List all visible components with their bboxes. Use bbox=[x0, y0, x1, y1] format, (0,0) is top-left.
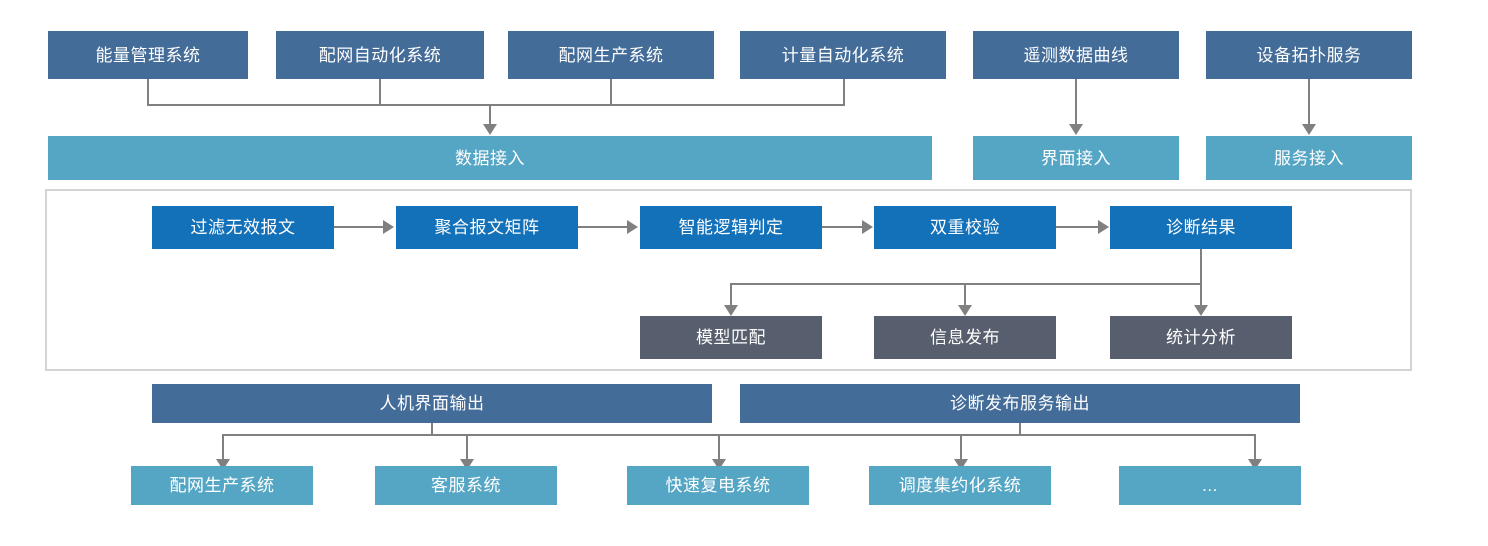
arrow-into-sink-2 bbox=[712, 459, 726, 470]
processing-region-frame bbox=[45, 189, 1412, 371]
access-bar-data[interactable]: 数据接入 bbox=[48, 136, 932, 180]
diagnosis-output-info-publish[interactable]: 信息发布 bbox=[874, 316, 1056, 359]
arrow-into-data-access bbox=[483, 124, 497, 135]
connector-to-sink-4 bbox=[1254, 434, 1256, 460]
source-box-metering-automation[interactable]: 计量自动化系统 bbox=[740, 31, 946, 79]
source-box-distribution-production[interactable]: 配网生产系统 bbox=[508, 31, 714, 79]
sink-box-rapid-restoration[interactable]: 快速复电系统 bbox=[627, 466, 809, 505]
connector-to-model-match bbox=[730, 283, 732, 306]
source-box-telemetry-curve[interactable]: 遥测数据曲线 bbox=[973, 31, 1179, 79]
connector-process-1-to-2 bbox=[578, 226, 627, 228]
connector-source-bus bbox=[147, 104, 845, 106]
connector-to-sink-2 bbox=[718, 434, 720, 460]
process-box-aggregate-message-matrix[interactable]: 聚合报文矩阵 bbox=[396, 206, 578, 249]
connector-source-4-drop bbox=[1075, 79, 1077, 125]
connector-process-2-to-3 bbox=[822, 226, 862, 228]
process-box-intelligent-logic-decision[interactable]: 智能逻辑判定 bbox=[640, 206, 822, 249]
source-box-device-topology-service[interactable]: 设备拓扑服务 bbox=[1206, 31, 1412, 79]
arrow-into-service-access bbox=[1302, 124, 1316, 135]
diagnosis-output-model-match[interactable]: 模型匹配 bbox=[640, 316, 822, 359]
connector-hmi-drop bbox=[431, 423, 433, 435]
connector-source-1-drop bbox=[379, 79, 381, 106]
arrow-into-sink-4 bbox=[1248, 459, 1262, 470]
process-box-double-verification[interactable]: 双重校验 bbox=[874, 206, 1056, 249]
connector-process-0-to-1 bbox=[334, 226, 383, 228]
sink-box-dispatch-intensive[interactable]: 调度集约化系统 bbox=[869, 466, 1051, 505]
connector-source-5-drop bbox=[1308, 79, 1310, 125]
arrow-process-3-to-4 bbox=[1098, 220, 1109, 234]
arrow-into-sink-3 bbox=[954, 459, 968, 470]
diagnosis-output-statistics[interactable]: 统计分析 bbox=[1110, 316, 1292, 359]
connector-service-drop bbox=[1019, 423, 1021, 435]
access-bar-service[interactable]: 服务接入 bbox=[1206, 136, 1412, 180]
arrow-into-sink-1 bbox=[460, 459, 474, 470]
output-bar-hmi[interactable]: 人机界面输出 bbox=[152, 384, 712, 423]
connector-source-3-drop bbox=[843, 79, 845, 106]
connector-to-sink-1 bbox=[466, 434, 468, 460]
process-box-diagnosis-result[interactable]: 诊断结果 bbox=[1110, 206, 1292, 249]
arrow-into-info-publish bbox=[958, 305, 972, 316]
connector-process-3-to-4 bbox=[1056, 226, 1098, 228]
connector-to-info-publish bbox=[964, 283, 966, 306]
connector-diagnosis-bus bbox=[730, 283, 1202, 285]
output-bar-diagnosis-publish-service[interactable]: 诊断发布服务输出 bbox=[740, 384, 1300, 423]
process-box-filter-invalid-messages[interactable]: 过滤无效报文 bbox=[152, 206, 334, 249]
arrow-into-interface-access bbox=[1069, 124, 1083, 135]
sink-box-customer-service[interactable]: 客服系统 bbox=[375, 466, 557, 505]
connector-to-sink-0 bbox=[222, 434, 224, 460]
connector-data-access-drop bbox=[489, 104, 491, 125]
arrow-into-model-match bbox=[724, 305, 738, 316]
arrow-process-1-to-2 bbox=[627, 220, 638, 234]
connector-source-0-drop bbox=[147, 79, 149, 106]
connector-sink-bus bbox=[222, 434, 1255, 436]
sink-box-distribution-production[interactable]: 配网生产系统 bbox=[131, 466, 313, 505]
arrow-process-0-to-1 bbox=[383, 220, 394, 234]
arrow-into-statistics bbox=[1194, 305, 1208, 316]
source-box-energy-management[interactable]: 能量管理系统 bbox=[48, 31, 248, 79]
connector-diagnosis-drop bbox=[1200, 249, 1202, 284]
arrow-into-sink-0 bbox=[216, 459, 230, 470]
sink-box-more[interactable]: ... bbox=[1119, 466, 1301, 505]
source-box-distribution-automation[interactable]: 配网自动化系统 bbox=[276, 31, 484, 79]
arrow-process-2-to-3 bbox=[862, 220, 873, 234]
connector-to-sink-3 bbox=[960, 434, 962, 460]
connector-to-statistics bbox=[1200, 283, 1202, 306]
access-bar-interface[interactable]: 界面接入 bbox=[973, 136, 1179, 180]
connector-source-2-drop bbox=[610, 79, 612, 106]
